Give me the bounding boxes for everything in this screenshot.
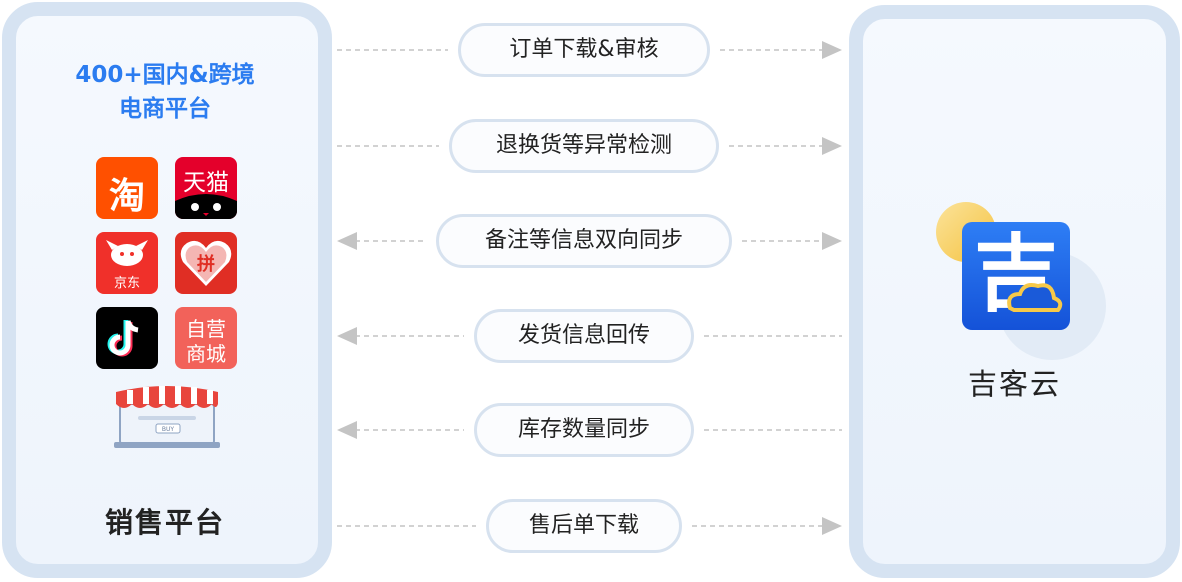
taobao-icon: 淘: [96, 157, 158, 219]
arrow-left-icon: [337, 421, 357, 439]
self-mall-label-line2: 商城: [186, 342, 226, 366]
flow-aftersale-download: 售后单下载: [486, 499, 682, 553]
jd-dog-icon: [106, 240, 148, 266]
tmall-icon: 天猫: [175, 157, 237, 219]
self-mall-label-line1: 自营: [186, 317, 226, 341]
flow-inventory-sync: 库存数量同步: [474, 403, 694, 457]
arrow-left-icon: [337, 327, 357, 345]
douyin-note-icon: [107, 320, 139, 357]
pinduoduo-icon: 拼: [175, 232, 237, 294]
sales-platform-caption: 销售平台: [104, 506, 225, 539]
storefront-icon: BUY: [114, 386, 220, 448]
arrow-right-icon: [822, 232, 842, 250]
pinduoduo-label: 拼: [197, 254, 215, 275]
taobao-label: 淘: [108, 176, 145, 217]
tmall-label: 天猫: [183, 170, 229, 196]
arrow-left-icon: [337, 232, 357, 250]
sales-platform-panel: [2, 2, 332, 578]
arrow-right-icon: [822, 517, 842, 535]
self-mall-icon: 自营 商城: [175, 307, 237, 369]
flow-order-download: 订单下载&审核: [458, 23, 710, 77]
jikeyun-logo: 吉: [962, 222, 1070, 330]
arrow-right-icon: [822, 137, 842, 155]
tmall-cat-face: [175, 194, 237, 219]
arrow-right-icon: [822, 41, 842, 59]
flow-shipping-feedback: 发货信息回传: [474, 309, 694, 363]
platform-count-title-line2: 电商平台: [119, 96, 211, 122]
flow-return-detection: 退换货等异常检测: [449, 119, 719, 173]
cloud-icon: [1007, 283, 1063, 312]
jd-label: 京东: [113, 276, 140, 291]
platform-count-title-line1: 400+国内&跨境: [75, 62, 255, 88]
shop-sign: BUY: [162, 426, 175, 433]
jikeyun-caption: 吉客云: [967, 367, 1061, 401]
jd-icon: 京东: [96, 232, 158, 294]
pinduoduo-heart: [180, 240, 232, 286]
douyin-icon: [96, 307, 158, 369]
flow-note-sync: 备注等信息双向同步: [436, 214, 732, 268]
